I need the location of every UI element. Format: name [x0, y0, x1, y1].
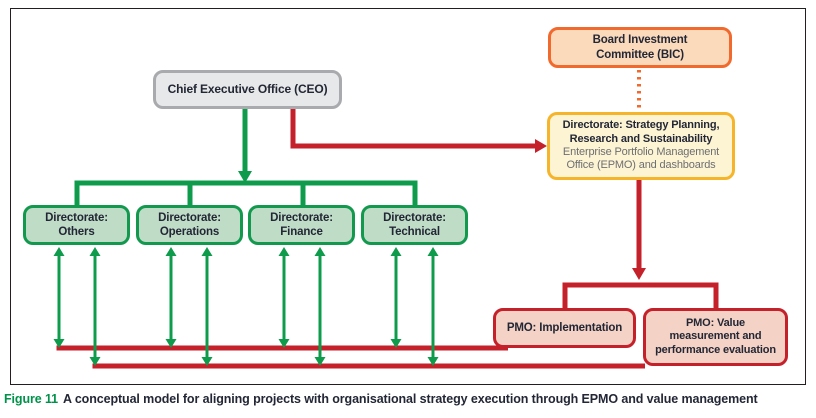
feedback-arrowhead-up	[427, 247, 439, 256]
node-directorate-finance: Directorate: Finance	[248, 205, 355, 245]
node-directorate-strategy-epmo: Directorate: Strategy Planning, Research…	[547, 112, 735, 180]
figure-caption: Figure 11 A conceptual model for aligning…	[4, 392, 812, 406]
feedback-arrowhead-up	[201, 247, 213, 256]
epmo-subtitle: Enterprise Portfolio Management Office (…	[562, 146, 720, 172]
feedback-arrowhead-up	[89, 247, 101, 256]
feedback-arrowhead-up	[278, 247, 290, 256]
ceo-to-directorates-arrowhead	[238, 171, 252, 183]
feedback-arrowhead-down	[314, 357, 326, 366]
figure-caption-text: A conceptual model for aligning projects…	[62, 392, 758, 406]
feedback-arrowhead-down	[201, 357, 213, 366]
ceo-to-epmo-arrowhead	[535, 139, 547, 153]
feedback-arrowhead-down	[427, 357, 439, 366]
figure-caption-number: Figure 11	[4, 392, 58, 406]
feedback-arrowhead-down	[390, 339, 402, 348]
directorate-feedback-arrows	[53, 247, 439, 366]
ceo-to-epmo-arrow-line	[290, 109, 537, 149]
node-directorate-operations: Directorate: Operations	[136, 205, 243, 245]
feedback-arrowhead-up	[165, 247, 177, 256]
feedback-arrowhead-up	[314, 247, 326, 256]
epmo-to-pmo-arrowhead	[632, 268, 646, 280]
node-pmo-implementation: PMO: Implementation	[493, 308, 636, 348]
feedback-arrowhead-down	[89, 357, 101, 366]
feedback-arrowhead-down	[53, 339, 65, 348]
epmo-title: Directorate: Strategy Planning, Research…	[562, 119, 720, 145]
node-directorate-others: Directorate: Others	[23, 205, 130, 245]
feedback-arrowhead-down	[165, 339, 177, 348]
feedback-arrowhead-up	[390, 247, 402, 256]
pmo-bracket	[562, 282, 719, 312]
node-pmo-value-measurement: PMO: Value measurement and performance e…	[643, 308, 788, 366]
feedback-arrowhead-down	[278, 339, 290, 348]
node-board-investment-committee: Board Investment Committee (BIC)	[548, 27, 732, 68]
node-ceo: Chief Executive Office (CEO)	[153, 70, 342, 109]
green-hierarchy	[74, 109, 418, 206]
node-directorate-technical: Directorate: Technical	[361, 205, 468, 245]
feedback-arrowhead-up	[53, 247, 65, 256]
